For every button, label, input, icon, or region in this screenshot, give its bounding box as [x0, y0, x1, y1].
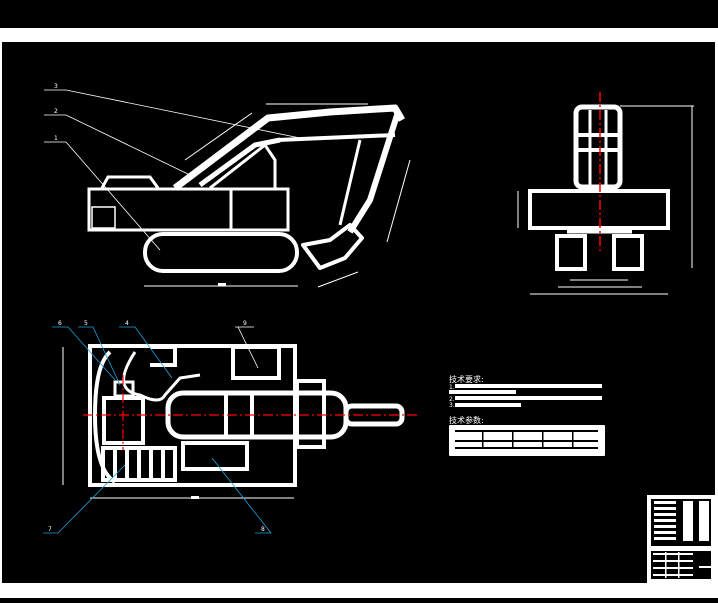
boom-front — [573, 104, 623, 190]
component-8 — [181, 441, 249, 471]
top-border-strip — [0, 28, 718, 42]
part-label-4: 4 — [125, 320, 129, 327]
part-label-1: 1 — [54, 135, 58, 142]
requirements-heading: 技术要求: — [449, 374, 484, 384]
left-border — [0, 42, 2, 583]
part-label-5: 5 — [84, 320, 88, 327]
part-label-9: 9 — [243, 320, 247, 327]
requirement-line-1 — [455, 384, 602, 388]
title-block — [647, 495, 715, 583]
requirement-line-2 — [455, 396, 602, 400]
part-label-6: 6 — [58, 320, 62, 327]
crawler-track — [143, 232, 299, 273]
right-track — [612, 234, 644, 271]
requirement-number-1: 1. — [449, 384, 455, 391]
bottom-border-strip — [0, 583, 718, 598]
bucket — [301, 223, 364, 270]
requirement-line-3 — [455, 403, 521, 407]
left-track — [555, 234, 587, 271]
part-label-2: 2 — [54, 108, 58, 115]
cab-roof — [100, 175, 160, 189]
upper-body — [87, 187, 290, 232]
part-label-8: 8 — [261, 526, 265, 533]
part-label-3: 3 — [54, 83, 58, 90]
radiator — [101, 446, 177, 482]
arm — [347, 111, 401, 234]
top-bar — [0, 0, 718, 28]
plan-view: 6 5 4 9 7 8 — [43, 320, 420, 534]
upper-body-front — [528, 189, 670, 230]
component-9 — [231, 345, 281, 380]
counterweight — [91, 206, 116, 229]
parameters-heading: 技术参数: — [449, 415, 484, 425]
front-view — [517, 92, 694, 295]
requirement-number-3: 3. — [449, 402, 455, 409]
part-label-7: 7 — [48, 526, 52, 533]
technical-notes: 技术要求: 1. 2. 3. 技术参数: — [449, 374, 605, 456]
right-border — [715, 42, 718, 583]
side-view: 3 2 1 — [44, 83, 411, 288]
requirement-number-2: 2. — [449, 396, 455, 403]
